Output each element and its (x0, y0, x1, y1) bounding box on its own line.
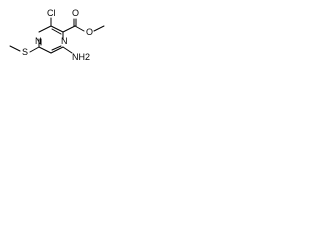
bond-ring-inner-n4-c5 (51, 45, 62, 51)
bond-ring-n1-c2 (38, 25, 52, 33)
molecule-structure: Cl N N O O NH2 S (9, 8, 105, 62)
bond-carbonyl-ester-o (74, 25, 85, 32)
bond-c5-amino (62, 46, 73, 54)
carbonyl-oxygen-label: O (72, 8, 79, 18)
bond-s-methyl (9, 45, 21, 52)
bond-c6-s (29, 46, 40, 53)
thioether-sulfur-label: S (22, 47, 28, 57)
ester-oxygen-label: O (86, 27, 93, 37)
ring-nitrogen-top-label: N (61, 36, 68, 46)
amino-label: NH2 (72, 52, 90, 62)
ring-nitrogen-bottom-label: N (35, 36, 42, 46)
bond-ester-o-methyl (93, 25, 105, 32)
chlorine-label: Cl (47, 8, 56, 18)
bond-ring-n4-c5 (50, 46, 64, 54)
bond-c3-carbonyl (62, 25, 76, 33)
bond-ring-c5-c6 (38, 46, 52, 54)
bond-ring-c2-c3 (50, 25, 64, 33)
bond-ring-inner-c2-c3 (51, 28, 62, 35)
